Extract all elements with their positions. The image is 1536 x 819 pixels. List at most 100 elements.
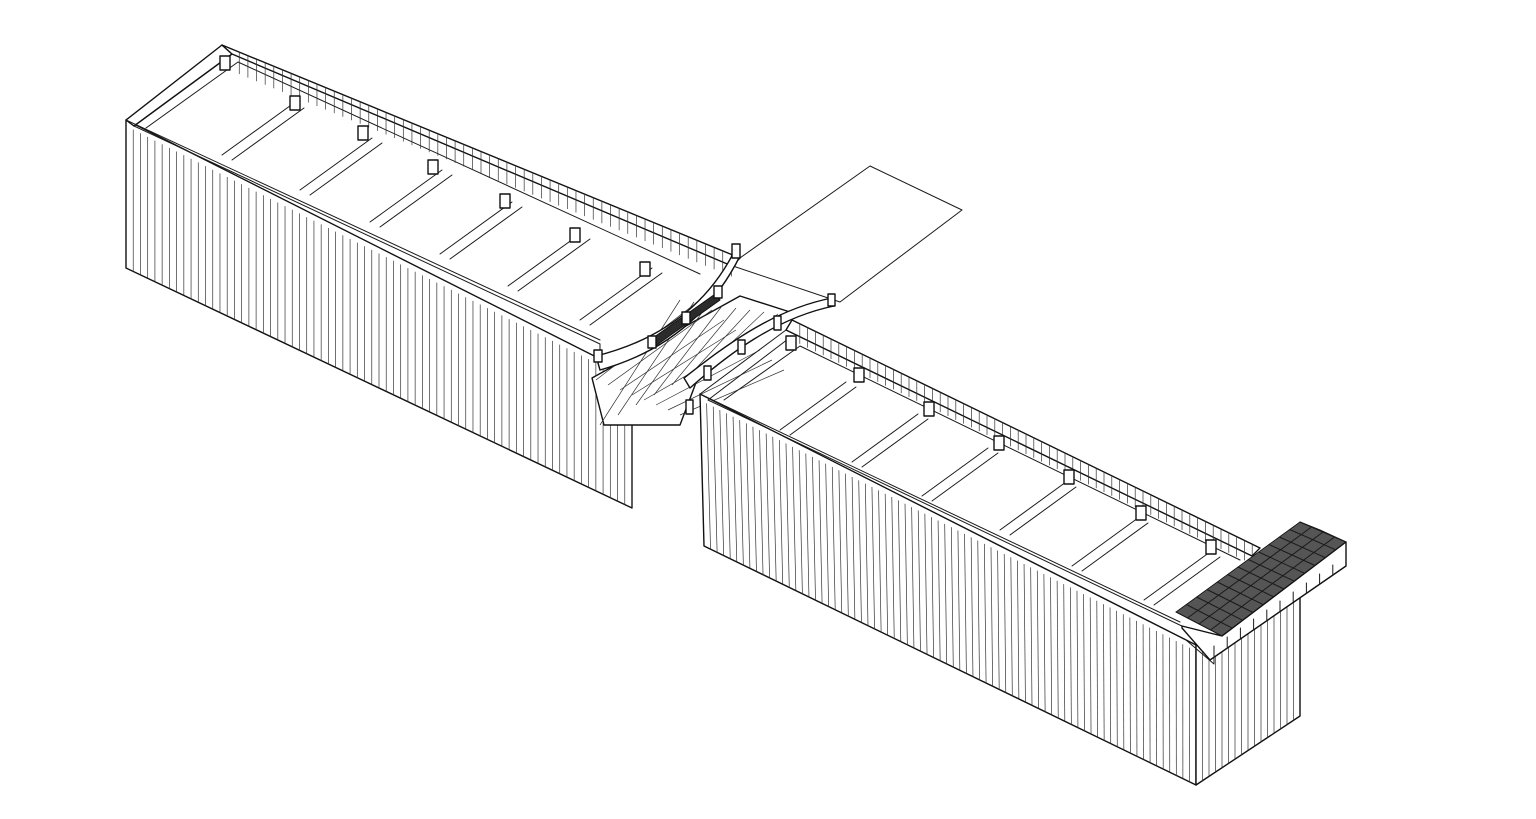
ground-slab xyxy=(729,165,963,303)
drawing-line xyxy=(1143,551,1211,601)
pilaster xyxy=(357,125,369,141)
right-wall-siding xyxy=(706,403,1190,782)
pilaster xyxy=(785,335,797,351)
drawing-line xyxy=(1050,577,1053,715)
drawing-line xyxy=(904,503,908,645)
drawing-line xyxy=(679,369,785,416)
railing-posts-right xyxy=(685,293,836,415)
drawing-line xyxy=(1187,526,1312,619)
left-back-wall-siding xyxy=(238,52,732,277)
drawing-line xyxy=(805,453,810,597)
drawing-line xyxy=(990,547,993,687)
drawing-line xyxy=(831,466,836,610)
drawing-line xyxy=(825,463,829,607)
drawing-line xyxy=(864,483,869,626)
drawing-line xyxy=(1017,560,1020,699)
drawing-line xyxy=(1116,610,1118,747)
drawing-line xyxy=(719,410,725,556)
drawing-line xyxy=(812,456,816,601)
drawing-line xyxy=(785,443,790,588)
drawing-line xyxy=(299,137,373,191)
pilaster xyxy=(499,193,511,209)
drawing-line xyxy=(779,381,847,431)
drawing-line xyxy=(924,513,928,655)
drawing-line xyxy=(507,233,581,287)
pilaster xyxy=(569,227,581,243)
drawing-line xyxy=(1089,597,1092,735)
drawing-line xyxy=(732,416,738,562)
connecting-bridge xyxy=(591,243,836,426)
pilaster xyxy=(1063,469,1075,485)
drawing-line xyxy=(369,169,443,223)
drawing-line xyxy=(898,500,902,642)
drawing-line xyxy=(838,470,843,613)
drawing-line xyxy=(231,107,305,161)
drawing-line xyxy=(589,272,663,326)
drawing-line xyxy=(937,520,941,661)
drawing-line xyxy=(964,533,967,674)
left-wall-siding xyxy=(132,129,626,505)
drawing-line xyxy=(1103,604,1105,741)
pilaster xyxy=(427,159,439,175)
drawing-line xyxy=(706,403,711,550)
drawing-line xyxy=(1023,563,1026,703)
roof-canopy xyxy=(1175,521,1347,665)
pilaster xyxy=(639,261,651,277)
drawing-line xyxy=(1122,614,1125,750)
drawing-line xyxy=(752,426,757,572)
drawing-line xyxy=(792,446,797,591)
pilaster xyxy=(993,435,1005,451)
drawing-line xyxy=(619,319,725,391)
drawing-line xyxy=(712,406,718,553)
drawing-line xyxy=(1056,580,1059,719)
drawing-line xyxy=(861,418,929,468)
drawing-line xyxy=(997,550,1000,690)
drawing-line xyxy=(631,329,737,396)
drawing-line xyxy=(779,440,784,585)
pilaster xyxy=(289,95,301,111)
pilaster xyxy=(923,401,935,417)
drawing-line xyxy=(931,517,934,658)
pilaster xyxy=(1205,539,1217,555)
drawing-line xyxy=(1129,617,1131,754)
drawing-line xyxy=(653,305,723,396)
drawing-line xyxy=(977,540,980,680)
drawing-line xyxy=(1030,567,1033,706)
drawing-line xyxy=(1069,587,1072,725)
drawing-line xyxy=(845,473,849,617)
railing-posts-left xyxy=(593,243,741,363)
drawing-line xyxy=(917,510,921,652)
drawing-line xyxy=(1003,553,1007,693)
drawing-line xyxy=(891,497,895,639)
drawing-line xyxy=(1071,517,1139,567)
right-back-wall-siding xyxy=(799,323,1253,565)
drawing-line xyxy=(798,450,803,594)
drawing-line xyxy=(439,201,513,255)
drawing-line xyxy=(1109,607,1112,744)
canopy-ribs xyxy=(1175,521,1347,657)
drawing-line xyxy=(739,420,744,566)
drawing-line xyxy=(689,309,751,376)
drawing-line xyxy=(517,238,591,292)
drawing-line xyxy=(745,423,751,569)
drawing-line xyxy=(635,303,709,406)
drawing-line xyxy=(726,413,731,559)
drawing-line xyxy=(1010,557,1013,696)
drawing-line xyxy=(851,413,919,463)
right-back-pilasters xyxy=(785,335,1217,555)
drawing-line xyxy=(957,530,961,671)
pilaster xyxy=(853,367,865,383)
pilaster xyxy=(219,55,231,71)
drawing-line xyxy=(970,537,974,677)
left-building xyxy=(125,44,741,509)
drawing-line xyxy=(759,430,764,575)
drawing-line xyxy=(999,481,1067,531)
drawing-line xyxy=(911,507,915,648)
right-building xyxy=(699,319,1301,786)
drawing-line xyxy=(1076,590,1079,728)
drawing-line xyxy=(944,523,948,664)
drawing-line xyxy=(789,386,857,436)
drawing-line xyxy=(765,433,770,578)
drawing-line xyxy=(1009,486,1077,536)
